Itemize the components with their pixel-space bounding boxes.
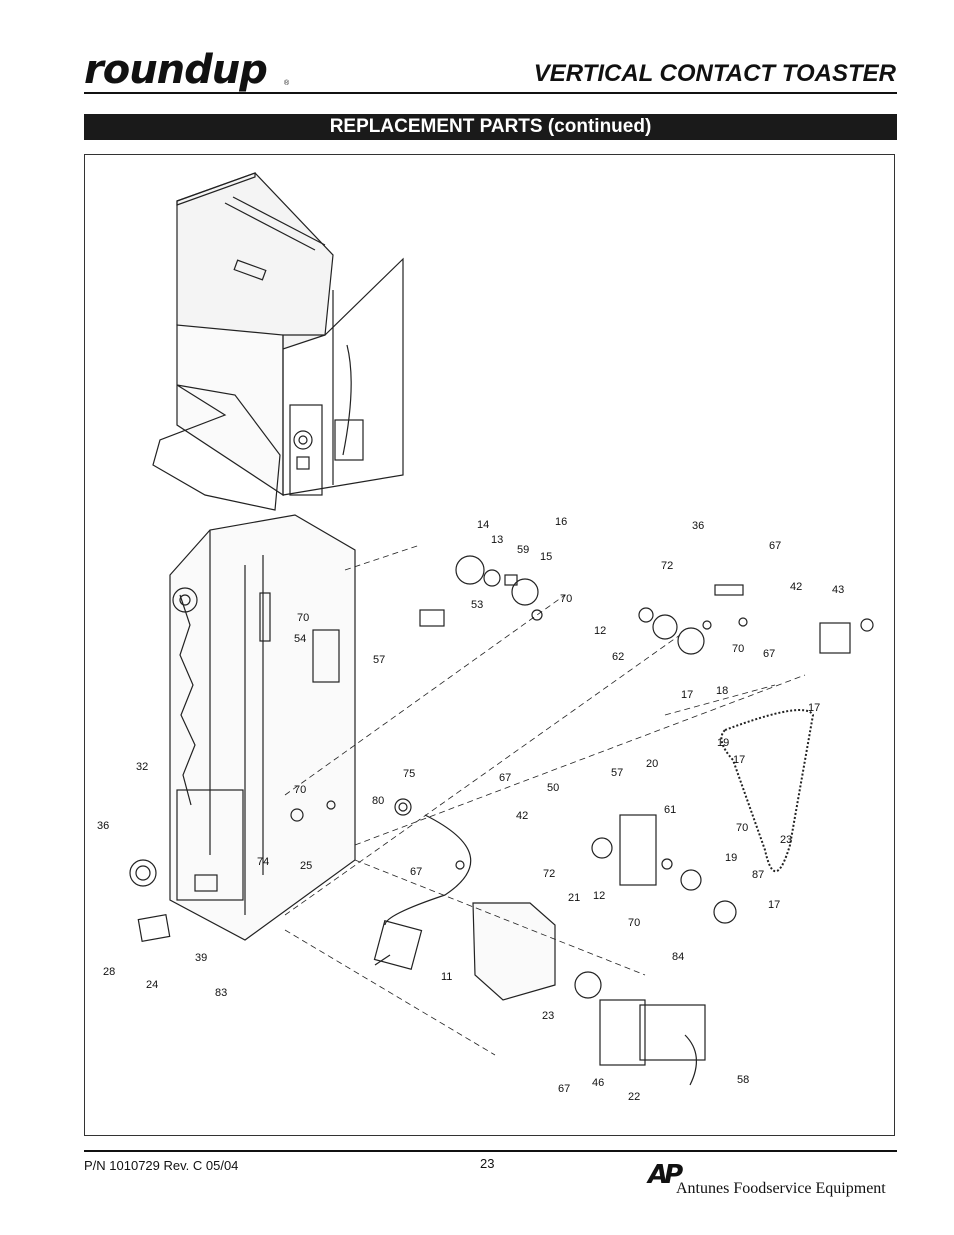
document-title: VERTICAL CONTACT TOASTER	[533, 60, 896, 87]
callout-84: 84	[672, 951, 685, 963]
section-heading: REPLACEMENT PARTS (continued)	[84, 114, 897, 140]
callout-15: 15	[540, 551, 553, 563]
callout-18: 18	[716, 685, 729, 697]
exploded-parts-diagram: 16 14 13 59 15 36 67 72 42 43 70 53 70 5…	[84, 154, 895, 1136]
callout-75: 75	[403, 768, 416, 780]
callout-46: 46	[592, 1077, 605, 1089]
callout-19: 19	[725, 852, 738, 864]
callout-16: 16	[555, 516, 568, 528]
callout-12: 12	[594, 625, 607, 637]
callout-36: 36	[97, 820, 110, 832]
assembled-toaster-illustration	[152, 172, 404, 511]
callout-67: 67	[558, 1083, 571, 1095]
drive-chain-illustration	[720, 709, 815, 873]
callout-23: 23	[542, 1010, 555, 1022]
callout-70: 70	[560, 593, 573, 605]
callout-70: 70	[732, 643, 745, 655]
callout-23: 23	[780, 834, 793, 846]
callout-11: 11	[441, 971, 453, 983]
callout-70: 70	[294, 784, 307, 796]
callout-17: 17	[733, 754, 746, 766]
callout-72: 72	[661, 560, 674, 572]
parts-drawing	[129, 172, 874, 1086]
callout-58: 58	[737, 1074, 750, 1086]
callout-17: 17	[681, 689, 694, 701]
callout-87: 87	[752, 869, 765, 881]
callout-67: 67	[769, 540, 782, 552]
callout-54: 54	[294, 633, 307, 645]
callout-57: 57	[611, 767, 624, 779]
callout-21: 21	[568, 892, 581, 904]
page-number: 23	[480, 1156, 495, 1171]
callout-53: 53	[471, 599, 484, 611]
callout-67: 67	[410, 866, 423, 878]
callout-50: 50	[547, 782, 560, 794]
callout-74: 74	[257, 856, 270, 868]
callout-25: 25	[300, 860, 313, 872]
part-number: P/N 1010729 Rev. C 05/04	[84, 1158, 239, 1173]
drive-components-illustration	[373, 555, 874, 1086]
callout-57: 57	[373, 654, 386, 666]
callout-67: 67	[499, 772, 512, 784]
callout-43: 43	[832, 584, 845, 596]
footer-divider	[84, 1150, 897, 1152]
callout-39: 39	[195, 952, 208, 964]
callout-12: 12	[593, 890, 606, 902]
callout-32: 32	[136, 761, 149, 773]
callout-17: 17	[808, 702, 821, 714]
callout-67: 67	[763, 648, 776, 660]
callout-70: 70	[736, 822, 749, 834]
callout-80: 80	[372, 795, 385, 807]
header-divider	[84, 92, 897, 94]
callout-22: 22	[628, 1091, 641, 1103]
chassis-illustration	[129, 514, 412, 942]
callout-17: 17	[768, 899, 781, 911]
callout-20: 20	[646, 758, 659, 770]
manufacturer-name: Antunes Foodservice Equipment	[676, 1180, 886, 1197]
callout-13: 13	[491, 534, 504, 546]
callout-36: 36	[692, 520, 705, 532]
callout-59: 59	[517, 544, 530, 556]
callout-19: 19	[717, 737, 730, 749]
callout-70: 70	[628, 917, 641, 929]
callout-14: 14	[477, 519, 490, 531]
callout-28: 28	[103, 966, 116, 978]
callout-61: 61	[664, 804, 677, 816]
manufacturer-logo-icon: AP	[648, 1160, 683, 1190]
brand-logo: roundup	[84, 47, 268, 93]
callout-42: 42	[790, 581, 803, 593]
callout-24: 24	[146, 979, 159, 991]
callout-70: 70	[297, 612, 310, 624]
registered-mark: ®	[284, 80, 290, 87]
callout-62: 62	[612, 651, 625, 663]
callout-72: 72	[543, 868, 556, 880]
callout-83: 83	[215, 987, 228, 999]
callout-42: 42	[516, 810, 529, 822]
